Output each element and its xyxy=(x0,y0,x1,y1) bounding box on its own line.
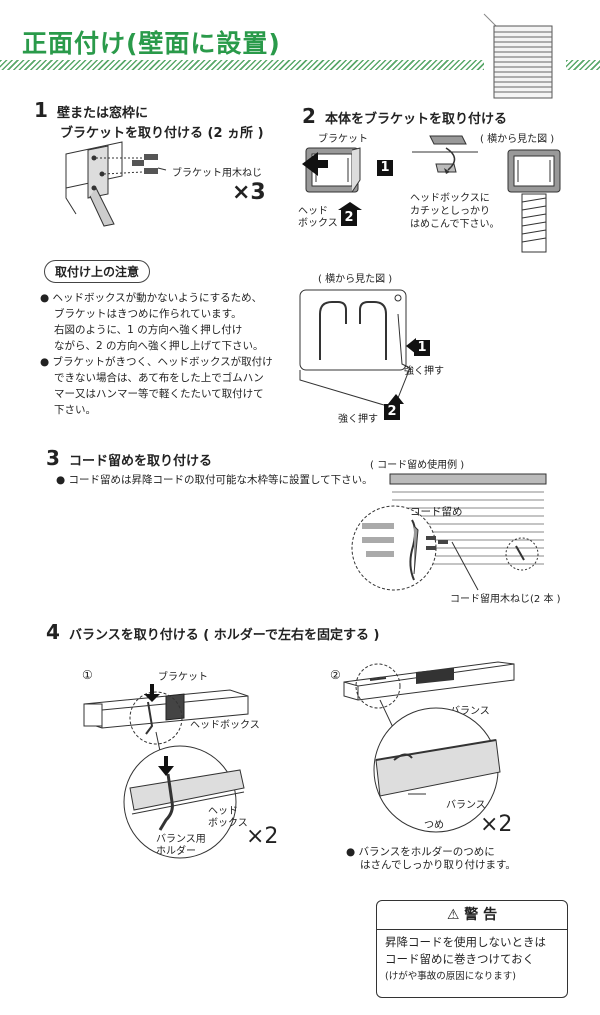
step2-number: 2 xyxy=(302,104,316,128)
caution-badge-1: 1 xyxy=(414,340,430,356)
step4-fig2-balance-label: バランス xyxy=(450,706,490,717)
step2-bracket-label: ブラケット xyxy=(318,134,368,145)
step4-fig2-balance2-label: バランス xyxy=(446,800,486,811)
step1-count: ×3 xyxy=(232,180,266,205)
step2-headbox-front-illustration xyxy=(302,147,362,220)
step2-note-line1: ヘッドボックスに xyxy=(410,193,490,204)
warning-line1: 昇降コードを使用しないときは xyxy=(385,935,546,949)
step4-fig1-zoom-illustration xyxy=(123,731,245,859)
caution-bullet-2: ● ブラケットがきつく、ヘッドボックスが取付け できない場合は、あて布をした上で… xyxy=(40,354,290,418)
caution-bullets: ● ヘッドボックスが動かないようにするため、 ブラケットはきつめに作られています… xyxy=(40,290,290,418)
step4-fig1-headbox-label: ヘッドボックス xyxy=(190,720,260,731)
caution-badge-2: 2 xyxy=(384,404,400,420)
fig2-note-line1: ● バランスをホルダーのつめに xyxy=(346,846,495,858)
step4-fig2-tsume-label: つめ xyxy=(424,820,444,831)
step4-number: 4 xyxy=(46,620,60,644)
caution-side-view-illustration xyxy=(299,289,426,412)
caution-heading: 取付け上の注意 xyxy=(44,260,151,283)
caution-bullet-1-line-4: ながら、2 の方向へ強く押し上げて下さい。 xyxy=(54,340,264,352)
step1-number: 1 xyxy=(34,98,48,122)
fig2-note-line2: はさんでしっかり取り付けます。 xyxy=(360,859,516,871)
caution-bullet-1-line-2: ブラケットはきつめに作られています。 xyxy=(54,308,242,320)
step4-fig1-headbox2-label: ヘッド ボックス xyxy=(208,806,248,830)
blind-thumbnail xyxy=(483,13,553,99)
step3-example-label: ( コード留め使用例 ) xyxy=(370,460,465,471)
step3-heading: 3 コード留めを取り付ける xyxy=(46,446,212,470)
step4-fig2-balance-illustration xyxy=(343,661,515,709)
caution-push-1: 強く押す xyxy=(404,366,444,377)
step2-heading: 2 本体をブラケットを取り付ける xyxy=(302,104,507,128)
step4-fig2-count: ×2 xyxy=(480,812,513,837)
step1-line1: 壁または窓枠に xyxy=(57,106,149,121)
step4-fig2-zoom-illustration xyxy=(373,699,501,833)
warning-heading: 警 告 xyxy=(464,907,498,923)
caution-push-2: 強く押す xyxy=(338,414,378,425)
step4-fig1-headbox-illustration xyxy=(83,684,249,745)
bracket-wall-illustration xyxy=(65,141,167,227)
fig1-holder-line2: ホルダー xyxy=(156,846,196,857)
step4-fig1-mark: ① xyxy=(82,668,93,682)
caution-bullet-1-line-3: 右図のように、1 の方向へ強く押し付け xyxy=(54,324,243,336)
step2-badge-2: 2 xyxy=(341,210,357,226)
step4-heading: 4 バランスを取り付ける ( ホルダーで左右を固定する ) xyxy=(46,620,379,644)
warning-triangle-icon: ⚠ xyxy=(446,907,460,923)
warning-box: ⚠ 警 告 昇降コードを使用しないときは コード留めに巻きつけておく (けがや事… xyxy=(376,900,568,998)
caution-bullet-2-line-3: マー又はハンマー等で軽くたたいて取付けて xyxy=(54,388,264,400)
warning-body: 昇降コードを使用しないときは コード留めに巻きつけておく (けがや事故の原因にな… xyxy=(377,930,567,989)
fig1-headbox2-line2: ボックス xyxy=(208,818,248,829)
warning-line3: (けがや事故の原因になります) xyxy=(385,971,516,982)
step2-note: ヘッドボックスに カチッとしっかり はめこんで下さい。 xyxy=(410,192,500,231)
caution-bullet-2-line-2: できない場合は、あて布をした上でゴムハン xyxy=(54,372,264,384)
step2-side-view-label: ( 横から見た図 ) xyxy=(480,134,555,145)
step2-note-line2: カチッとしっかり xyxy=(410,206,490,217)
warning-line2: コード留めに巻きつけておく xyxy=(385,952,535,966)
caution-bullet-1: ● ヘッドボックスが動かないようにするため、 ブラケットはきつめに作られています… xyxy=(40,290,290,354)
caution-side-view-label: ( 横から見た図 ) xyxy=(318,274,393,285)
step4-heading-text: バランスを取り付ける ( ホルダーで左右を固定する ) xyxy=(69,628,380,643)
step4-fig1-bracket-label: ブラケット xyxy=(158,672,208,683)
step2-heading-text: 本体をブラケットを取り付ける xyxy=(325,112,508,127)
step1-heading: 1 壁または窓枠に xyxy=(34,98,148,122)
step4-fig2-note: ● バランスをホルダーのつめに はさんでしっかり取り付けます。 xyxy=(346,846,516,872)
step2-headbox-label: ヘッド ボックス xyxy=(298,206,338,230)
warning-heading-row: ⚠ 警 告 xyxy=(377,901,567,930)
step4-fig1-holder-label: バランス用 ホルダー xyxy=(156,834,206,858)
headbox-label-line1: ヘッド xyxy=(298,206,328,217)
step4-fig2-mark: ② xyxy=(330,668,341,682)
caution-bullet-2-line-1: ● ブラケットがきつく、ヘッドボックスが取付け xyxy=(40,356,273,368)
caution-bullet-1-line-1: ● ヘッドボックスが動かないようにするため、 xyxy=(40,292,263,304)
step2-side-view-illustration xyxy=(507,149,561,253)
step1-screw-label: ブラケット用木ねじ xyxy=(172,168,262,179)
headbox-label-line2: ボックス xyxy=(298,218,338,229)
step3-screw-label: コード留用木ねじ(2 本 ) xyxy=(450,594,561,605)
step3-heading-text: コード留めを取り付ける xyxy=(69,454,213,469)
fig1-headbox2-line1: ヘッド xyxy=(208,806,238,817)
page-title: 正面付け(壁面に設置) xyxy=(22,29,281,58)
step3-bullet: ● コード留めは昇降コードの取付可能な木枠等に設置して下さい。 xyxy=(56,474,373,486)
fig1-holder-line1: バランス用 xyxy=(156,834,206,845)
step3-number: 3 xyxy=(46,446,60,470)
step2-note-line3: はめこんで下さい。 xyxy=(410,219,500,230)
step1-line2: ブラケットを取り付ける (2 ヵ所 ) xyxy=(60,126,264,141)
title-underline-right xyxy=(566,60,600,70)
step2-badge-1: 1 xyxy=(377,160,393,176)
step4-fig1-count: ×2 xyxy=(246,824,279,849)
title-underline xyxy=(0,60,484,70)
caution-bullet-2-line-4: 下さい。 xyxy=(54,404,96,416)
step3-cord-holder-illustration xyxy=(351,473,547,591)
step3-cord-label: コード留め xyxy=(410,506,463,518)
step2-bracket-snap-illustration xyxy=(412,135,478,174)
